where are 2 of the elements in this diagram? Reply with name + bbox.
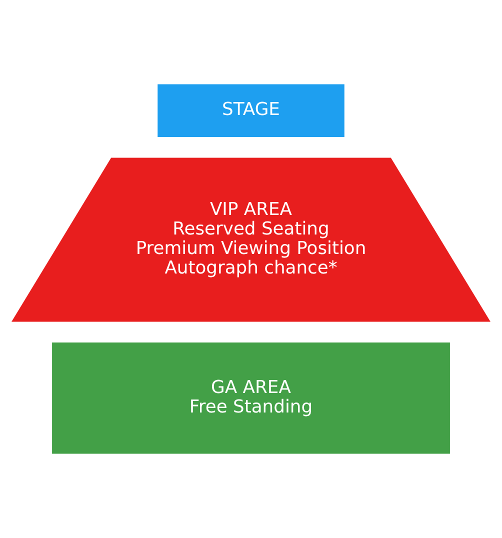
node-box: GA AREA Free Standing <box>52 342 450 454</box>
node-box: STAGE <box>158 84 344 138</box>
